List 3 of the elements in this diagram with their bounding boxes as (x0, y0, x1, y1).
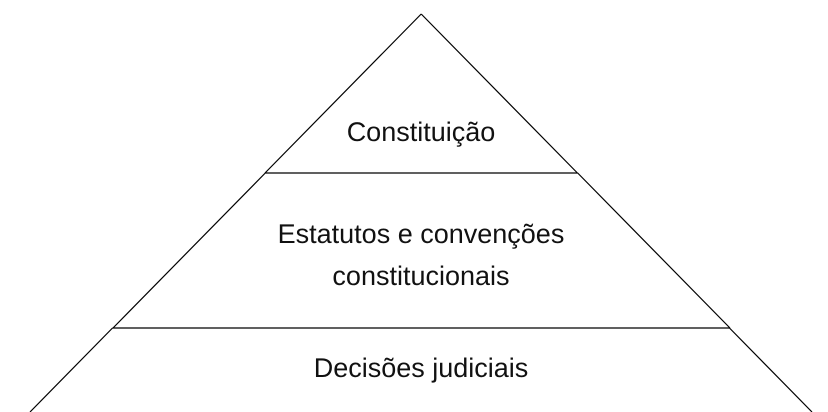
band-label: Constituição (346, 116, 496, 149)
band-label: Decisões judiciais (312, 352, 530, 385)
band-label: Estatutos e convenções constitucionais (276, 218, 566, 292)
